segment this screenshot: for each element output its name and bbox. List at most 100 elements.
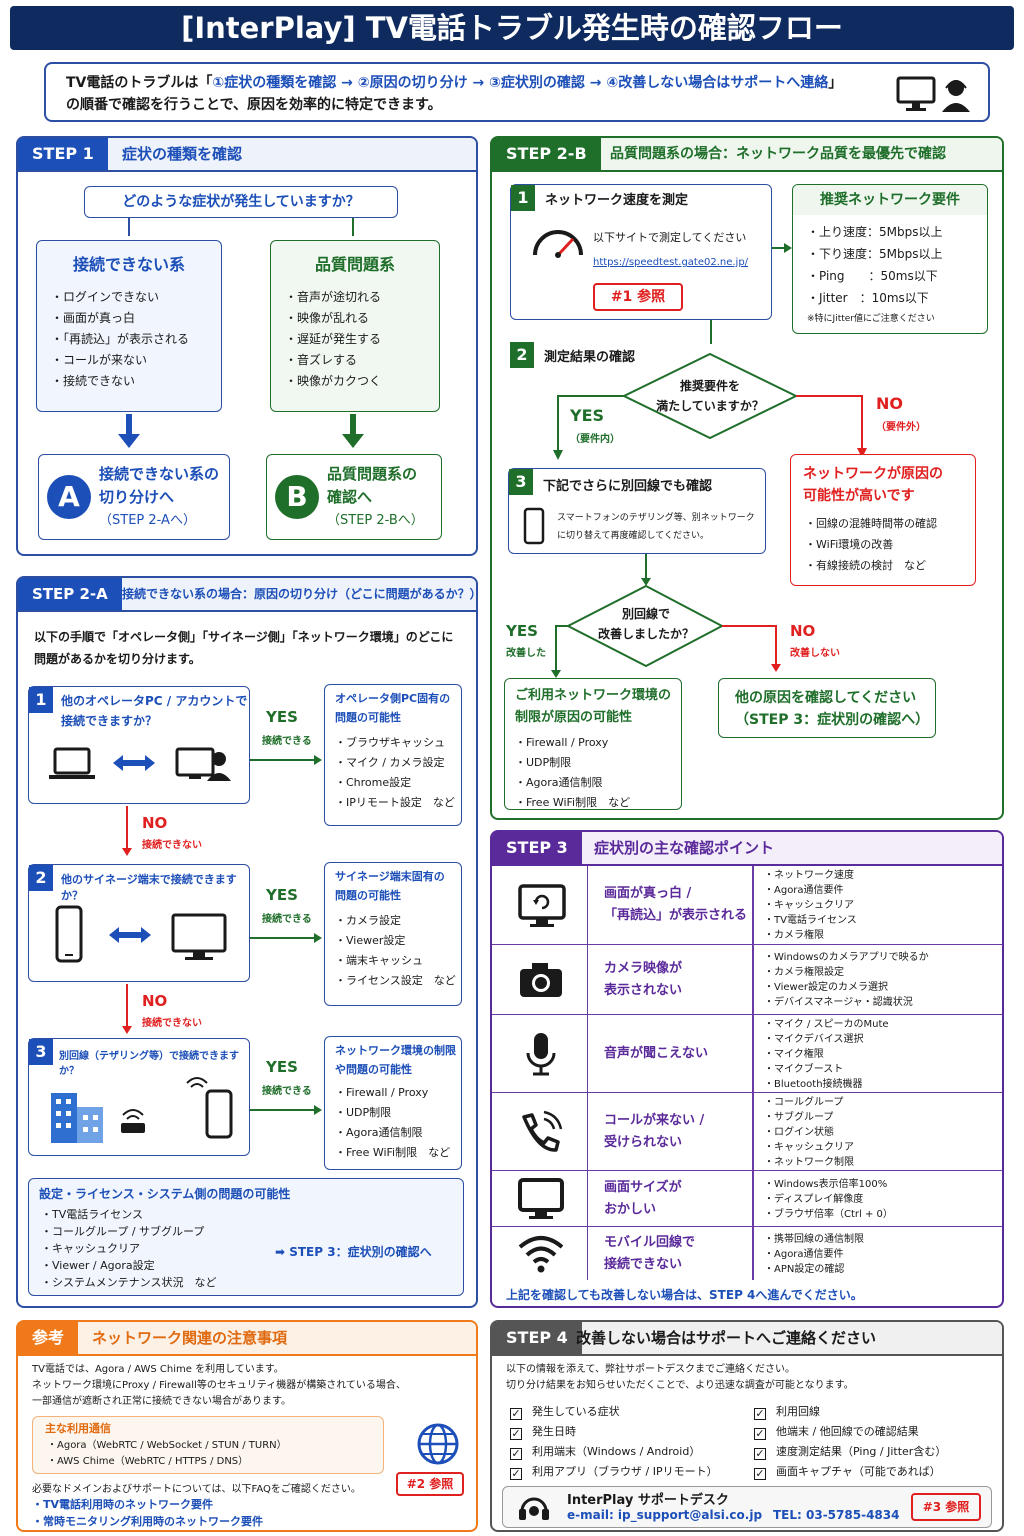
laptop-to-operator-icon <box>49 747 231 781</box>
r1-title-line: 問題の可能性 <box>335 711 401 724</box>
step2a-header: STEP 2-A 接続できない系の場合：原因の切り分け（どこに問題があるか？） <box>18 578 482 612</box>
netcause-line: 可能性が高いです <box>803 488 915 504</box>
goto-2a-line: （STEP 2-Aへ） <box>99 513 196 528</box>
list-item: ・携帯回線の通信制限 <box>764 1233 864 1245</box>
row-symptom: モバイル回線で接続できない <box>604 1232 695 1276</box>
s3-title: 下記でさらに別回線でも確認 <box>543 479 713 494</box>
right-arrow-icon <box>250 1105 322 1115</box>
qual-title: 品質問題系 <box>314 255 395 274</box>
q1-line: 接続できますか？ <box>61 714 158 728</box>
q3-text: 別回線（テザリング等）で接続できますか？ <box>59 1051 239 1077</box>
phone-icon <box>522 1110 563 1152</box>
r2-title: サイネージ端末固有の問題の可能性 <box>325 863 461 905</box>
intro-box: TV電話のトラブルは「①症状の種類を確認 → ②原因の切り分け → ③症状別の確… <box>44 62 990 122</box>
s2-title: 測定結果の確認 <box>544 350 636 365</box>
step3-footer: 上記を確認しても改善しない場合は、STEP 4へ進んでください。 <box>506 1288 863 1302</box>
r2-title-line: 問題の可能性 <box>335 889 401 902</box>
step4-checklist-left: ✓発生している症状✓発生日時✓利用端末（Windows / Android）✓利… <box>510 1402 718 1482</box>
yes-label: YES <box>570 406 605 425</box>
goto-2b-box[interactable]: B 品質問題系の 確認へ （STEP 2-Bへ） <box>266 454 442 540</box>
list-item: ・有線接続の検討 など <box>805 559 926 572</box>
r1-title-line: オペレータ側PC固有の <box>335 692 451 705</box>
step1-tag: STEP 1 <box>18 138 108 170</box>
yes-label: YES <box>266 1058 298 1076</box>
row-symptom-line: 音声が聞こえない <box>604 1046 709 1061</box>
support-desk-name: InterPlay サポートデスク <box>567 1493 729 1508</box>
table-row: コールが来ない /受けられない・コールグループ・サブグループ・ログイン状態・キャ… <box>492 1092 1002 1170</box>
no-sublabel: 接続できない <box>142 1018 202 1029</box>
row-icon-cell <box>492 866 588 944</box>
list-item: ・システムメンテナンス状況 など <box>41 1276 217 1289</box>
list-item: ・サブグループ <box>764 1111 834 1123</box>
checklist-item: ✓画面キャプチャ（可能であれば） <box>754 1465 941 1480</box>
row-symptom-line: モバイル回線で <box>604 1235 696 1250</box>
goto-2b-line: 確認へ <box>327 488 373 506</box>
other-text: 他の原因を確認してください（STEP 3：症状別の確認へ） <box>719 679 935 731</box>
goto-step3-link[interactable]: ➡ STEP 3：症状別の確認へ <box>275 1245 432 1259</box>
support-email[interactable]: e-mail: ip_support@alsi.co.jp <box>567 1508 763 1522</box>
other-box[interactable]: 他の原因を確認してください（STEP 3：症状別の確認へ） <box>718 678 936 738</box>
table-row: 画面サイズがおかしい・Windows表示倍率100%・ディスプレイ解像度・ブラウ… <box>492 1170 1002 1226</box>
list-item: ・ライセンス設定 など <box>335 974 456 987</box>
intro-highlight: ①症状の種類を確認 → ②原因の切り分け → ③症状別の確認 → ④改善しない場… <box>212 75 829 91</box>
other-line: （STEP 3：症状別の確認へ） <box>735 712 930 728</box>
ref1-badge[interactable]: #1 参照 <box>593 283 683 311</box>
down-arrow-icon <box>122 984 132 1034</box>
step1-header: STEP 1 症状の種類を確認 <box>18 138 476 172</box>
list-item: ・接続できない <box>51 374 136 388</box>
q1-line: 他のオペレータPC / アカウントで <box>61 694 248 708</box>
env-list: ・Firewall / Proxy・UDP制限・Agora通信制限・Free W… <box>505 729 681 813</box>
list-item: ・「再読込」が表示される <box>51 332 190 346</box>
s3-desc-line: に切り替えて再度確認してください。 <box>557 531 710 541</box>
row-icon-cell <box>492 1015 588 1092</box>
intro-line-1: TV電話のトラブルは「①症状の種類を確認 → ②原因の切り分け → ③症状別の確… <box>66 72 968 94</box>
checkbox-checked-icon: ✓ <box>754 1407 766 1420</box>
s3-desc-line: スマートフォンのテザリング等、別ネットワーク <box>557 513 755 523</box>
no-label: NO <box>876 394 903 413</box>
s3-box: 3 下記でさらに別回線でも確認 スマートフォンのテザリング等、別ネットワークに切… <box>508 468 766 554</box>
table-row: カメラ映像が表示されない・Windowsのカメラアプリで映るか・カメラ権限設定・… <box>492 944 1002 1014</box>
speedtest-link[interactable]: https://speedtest.gate02.ne.jp/ <box>593 257 749 268</box>
q2-text: 他のサイネージ端末で接続できますか？ <box>61 873 237 902</box>
no-label: NO <box>142 992 168 1010</box>
no-label: NO <box>790 622 816 640</box>
list-item: ・コールグループ / サブグループ <box>41 1225 205 1238</box>
row-symptom-line: おかしい <box>604 1202 657 1217</box>
faq-link-tv[interactable]: ・TV電話利用時のネットワーク要件 <box>32 1498 214 1511</box>
row-symptom-line: 「再読込」が表示される <box>604 908 748 923</box>
list-item: ・映像が乱れる <box>285 311 370 325</box>
faq-link-monitoring[interactable]: ・常時モニタリング利用時のネットワーク要件 <box>32 1515 263 1528</box>
qual-list: ・音声が途切れる ・映像が乱れる ・遅延が発生する ・音ズレする ・映像がカクつ… <box>271 275 439 392</box>
ref3-badge[interactable]: #3 参照 <box>911 1493 981 1521</box>
support-tel[interactable]: TEL: 03-5785-4834 <box>773 1508 900 1522</box>
list-item: ・AWS Chime（WebRTC / HTTPS / DNS） <box>47 1456 249 1467</box>
goto-2a-box[interactable]: A 接続できない系の 切り分けへ （STEP 2-Aへ） <box>38 454 230 540</box>
checkbox-checked-icon: ✓ <box>510 1427 522 1440</box>
step4-desc-line: 以下の情報を添えて、弊社サポートデスクまでご連絡ください。 <box>506 1364 795 1375</box>
list-item: ・キャッシュクリア <box>764 1141 854 1153</box>
down-arrow-icon <box>342 414 364 448</box>
row-icon-cell <box>492 1093 588 1170</box>
list-item: ・音ズレする <box>285 353 358 367</box>
list-item: ・UDP制限 <box>335 1106 392 1119</box>
req-title: 推奨ネットワーク要件 <box>793 185 987 215</box>
s2-number: 2 <box>510 342 534 368</box>
checklist-item: ✓他端末 / 他回線での確認結果 <box>754 1425 919 1440</box>
checkbox-checked-icon: ✓ <box>510 1467 522 1480</box>
table-row: 音声が聞こえない・マイク / スピーカのMute・マイクデバイス選択・マイク権限… <box>492 1014 1002 1092</box>
list-item: ・Viewer設定 <box>335 934 406 947</box>
list-item: ・ディスプレイ解像度 <box>764 1193 864 1205</box>
step2a-title: 接続できない系の場合：原因の切り分け（どこに問題があるか？） <box>122 587 482 601</box>
goto-2b-line: （STEP 2-Bへ） <box>327 513 424 528</box>
goto-2b-line: 品質問題系の <box>327 465 418 483</box>
list-item: ・Agora（WebRTC / WebSocket / STUN / TURN） <box>47 1440 287 1451</box>
r1-title: オペレータ側PC固有の問題の可能性 <box>325 685 461 727</box>
decision2-text: 別回線で改善しましたか？ <box>588 604 704 644</box>
ref2-badge[interactable]: #2 参照 <box>396 1472 464 1496</box>
ref-title: ネットワーク関連の注意事項 <box>92 1329 288 1347</box>
speedometer-icon <box>533 230 583 258</box>
decision2-line: 別回線で <box>621 607 670 621</box>
yes-sublabel: （要件内） <box>570 434 620 445</box>
smartphone-icon <box>523 507 545 545</box>
ref-comm-box: 主な利用通信 ・Agora（WebRTC / WebSocket / STUN … <box>32 1416 384 1474</box>
